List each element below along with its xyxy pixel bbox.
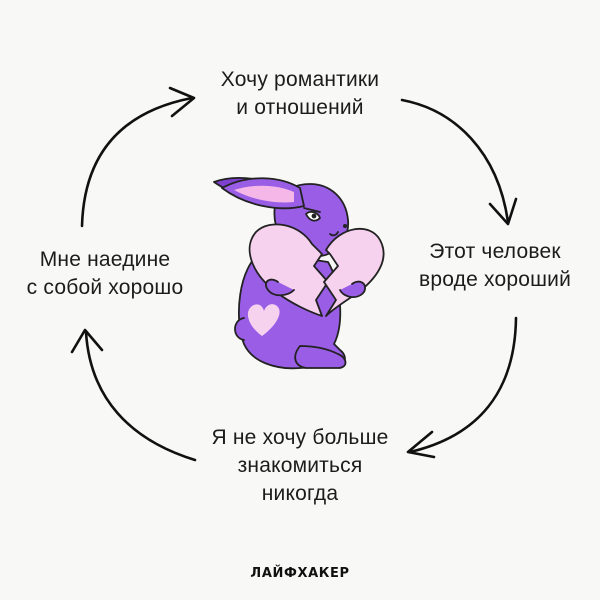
cycle-node-never-again: Я не хочу больше знакомиться никогда [150,424,450,508]
heart-icon [247,304,280,336]
cycle-node-romance: Хочу романтики и отношений [150,66,450,122]
node-line: Этот человек [429,240,561,263]
bunny-tail [234,317,245,341]
bunny-foot [294,345,347,369]
bunny-left-paw [265,278,295,297]
node-line: Я не хочу больше [211,426,389,449]
node-line: Хочу романтики [220,68,380,91]
cycle-node-good-person: Этот человек вроде хороший [390,238,600,294]
bunny-right-paw [339,280,366,298]
node-line: знакомиться [237,454,363,477]
node-line: Мне наедине [39,248,171,271]
bunny-ear-inner [234,185,294,203]
arrow-top-to-right [400,98,518,226]
node-line: с собой хорошо [26,276,184,299]
broken-heart-half [323,227,385,317]
brand-logo: ЛАЙФХАКЕР [250,566,350,581]
arrow-bottom-to-left [70,328,197,462]
broken-heart-icon [248,223,329,317]
arrow-right-to-bottom [406,316,518,459]
node-line: никогда [261,482,339,505]
arrow-left-to-top [80,86,196,228]
node-line: вроде хороший [418,268,572,291]
cycle-node-alone-good: Мне наедине с собой хорошо [0,246,210,302]
node-line: и отношений [236,96,364,119]
